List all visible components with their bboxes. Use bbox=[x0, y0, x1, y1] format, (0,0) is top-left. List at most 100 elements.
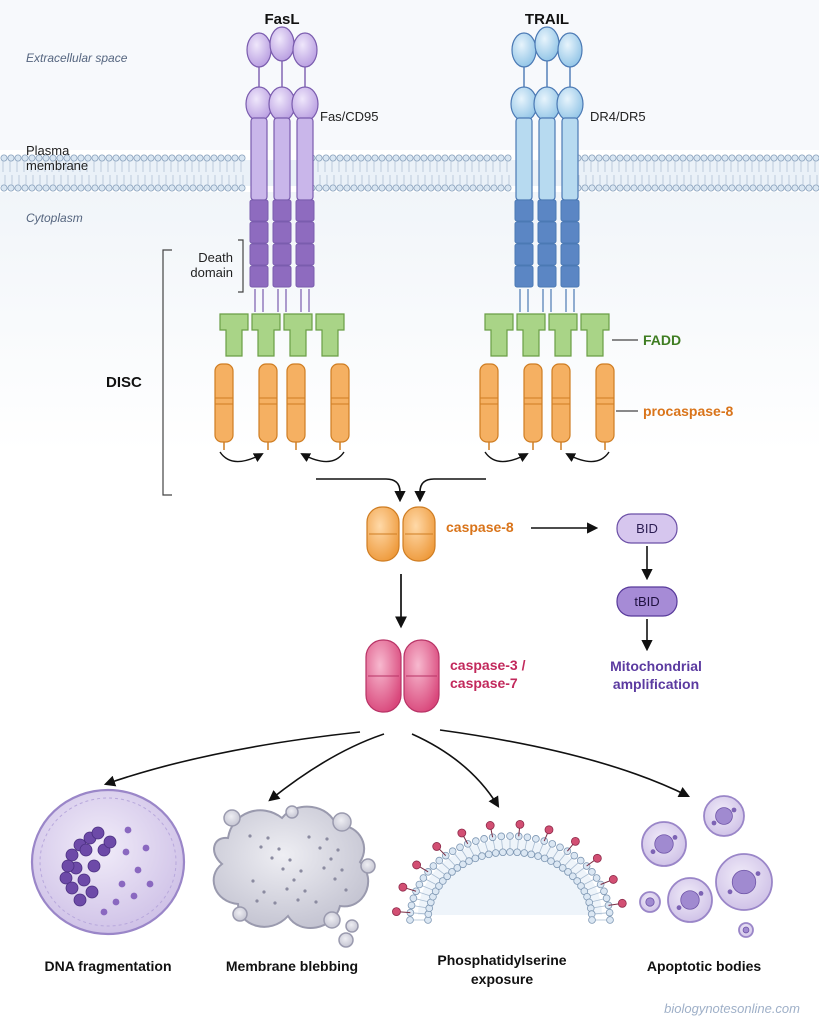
ligand-subunit bbox=[292, 32, 318, 68]
dr-receptor-label: DR4/DR5 bbox=[590, 109, 646, 124]
lipid-head bbox=[471, 854, 480, 863]
lipid-head bbox=[112, 184, 120, 192]
lipid-head bbox=[504, 184, 512, 192]
lipid-head bbox=[582, 862, 591, 870]
ligand-subunit bbox=[269, 26, 295, 62]
lipid-head bbox=[28, 154, 36, 162]
lipid-head bbox=[21, 184, 29, 192]
lipid-head bbox=[735, 184, 743, 192]
cytoplasm-granule bbox=[285, 887, 289, 891]
lipid-head bbox=[322, 184, 330, 192]
lipid-head bbox=[812, 184, 819, 192]
lipid-head bbox=[439, 877, 447, 885]
lipid-head bbox=[588, 184, 596, 192]
lipid-head bbox=[322, 154, 330, 162]
lipid-head bbox=[504, 154, 512, 162]
death-domain-segment bbox=[272, 243, 292, 266]
lipid-head bbox=[154, 184, 162, 192]
body-granule bbox=[727, 889, 733, 895]
lipid-head bbox=[455, 154, 463, 162]
body-granule bbox=[755, 871, 761, 876]
lipid-head bbox=[91, 184, 99, 192]
lipid-head bbox=[798, 184, 806, 192]
lipid-head bbox=[749, 184, 757, 192]
extracellular-label: Extracellular space bbox=[26, 51, 128, 65]
receptor-stem bbox=[561, 117, 579, 201]
lipid-head bbox=[714, 154, 722, 162]
lipid-head bbox=[315, 184, 323, 192]
lipid-head bbox=[573, 877, 581, 885]
lipid-head bbox=[415, 880, 424, 889]
lipid-head bbox=[665, 154, 673, 162]
lipid-head bbox=[147, 154, 155, 162]
lipid-head bbox=[231, 184, 239, 192]
lipid-head bbox=[91, 154, 99, 162]
lipid-head bbox=[14, 154, 22, 162]
lipid-head bbox=[28, 184, 36, 192]
lipid-head bbox=[140, 154, 148, 162]
lipid-head bbox=[63, 184, 71, 192]
lipid-head bbox=[679, 154, 687, 162]
lipid-head bbox=[84, 184, 92, 192]
cytoplasm-granule bbox=[270, 856, 274, 860]
lipid-head bbox=[42, 184, 50, 192]
body-granule bbox=[672, 835, 678, 840]
lipid-head bbox=[154, 154, 162, 162]
caspase8-label: caspase-8 bbox=[446, 519, 514, 535]
phosphatidylserine bbox=[515, 819, 525, 829]
lipid-head bbox=[490, 154, 498, 162]
lipid-head bbox=[595, 154, 603, 162]
lipid-head bbox=[0, 184, 8, 192]
phosphatidylserine bbox=[617, 898, 627, 908]
procaspase8 bbox=[551, 363, 571, 443]
caspase37-label-line1: caspase-3 / bbox=[450, 657, 526, 673]
lipid-head bbox=[196, 184, 204, 192]
lipid-head bbox=[637, 184, 645, 192]
lipid-head bbox=[534, 852, 542, 860]
lipid-head bbox=[484, 850, 493, 859]
lipid-head bbox=[224, 154, 232, 162]
lipid-head bbox=[126, 184, 134, 192]
cytoplasm-granule bbox=[277, 847, 281, 851]
lipid-head bbox=[182, 154, 190, 162]
lipid-head bbox=[378, 184, 386, 192]
lipid-head bbox=[672, 184, 680, 192]
phosphatidylserine bbox=[608, 875, 618, 884]
lipid-head bbox=[343, 154, 351, 162]
cytoplasm-label: Cytoplasm bbox=[26, 211, 83, 225]
lipid-head bbox=[217, 184, 225, 192]
lipid-head bbox=[182, 184, 190, 192]
lipid-head bbox=[98, 154, 106, 162]
death-domain-segment bbox=[249, 265, 269, 288]
chromatin-fragment bbox=[103, 835, 117, 849]
lipid-head bbox=[630, 154, 638, 162]
cytoplasm-granule bbox=[329, 857, 333, 861]
lipid-head bbox=[497, 184, 505, 192]
lipid-head bbox=[616, 154, 624, 162]
lipid-head bbox=[556, 843, 564, 852]
cytoplasm-granule bbox=[296, 898, 300, 902]
fadd-label: FADD bbox=[643, 332, 681, 348]
lipid-head bbox=[471, 837, 480, 845]
lipid-head bbox=[700, 154, 708, 162]
caspase37-label-line2: caspase-7 bbox=[450, 675, 518, 691]
lipid-head bbox=[217, 154, 225, 162]
lipid-head bbox=[49, 154, 57, 162]
lipid-head bbox=[588, 916, 596, 924]
lipid-head bbox=[189, 154, 197, 162]
dna-fragment bbox=[146, 880, 154, 888]
procaspase8 bbox=[258, 363, 278, 443]
lipid-head bbox=[119, 184, 127, 192]
lipid-head bbox=[532, 835, 540, 843]
mito-label-line2: amplification bbox=[613, 676, 699, 692]
lipid-head bbox=[700, 184, 708, 192]
lipid-head bbox=[595, 184, 603, 192]
lipid-head bbox=[168, 184, 176, 192]
lipid-head bbox=[56, 154, 64, 162]
lipid-head bbox=[520, 849, 529, 857]
membrane-label-line1: Plasma bbox=[26, 143, 70, 158]
arrow-disc-left-to-caspase8 bbox=[316, 478, 406, 503]
lipid-head bbox=[392, 184, 400, 192]
cytoplasm-granule bbox=[336, 848, 340, 852]
death-domain-segment bbox=[249, 199, 269, 222]
